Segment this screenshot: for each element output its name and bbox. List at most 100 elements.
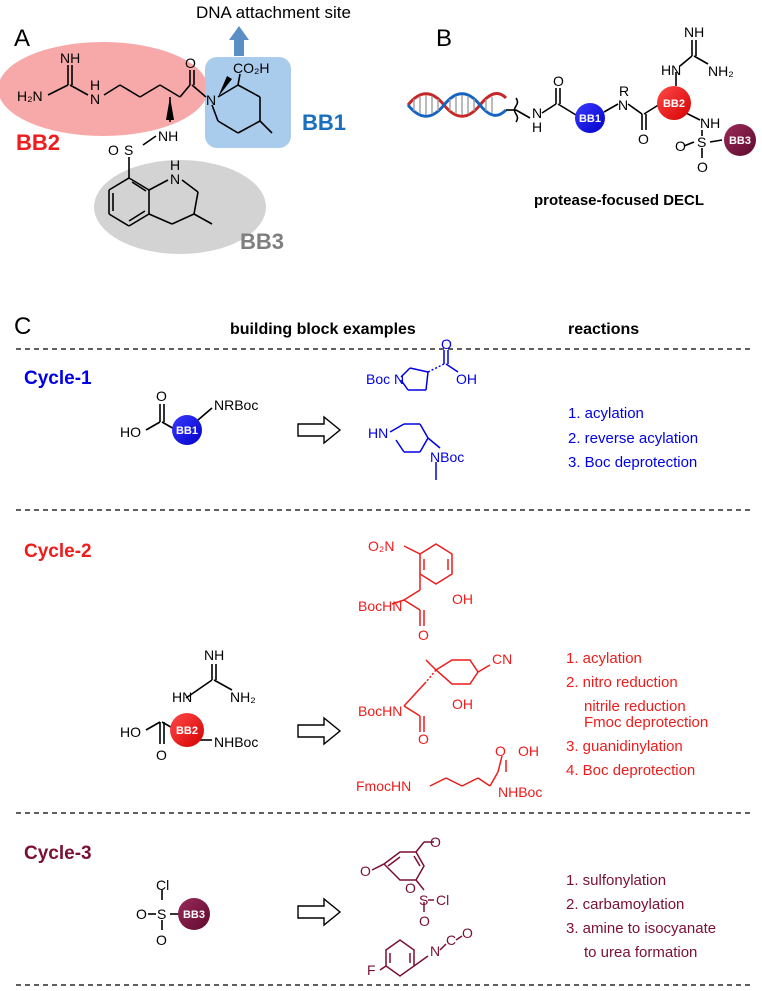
reaction-c3-1: 1. sulfonylation [566, 872, 666, 889]
label-nh2-b: NH₂ [708, 63, 734, 79]
label-nh2-c2: NH₂ [230, 689, 256, 705]
reaction-c2-4: Fmoc deprotection [584, 714, 708, 731]
label-oh-1-c2: OH [452, 591, 473, 607]
cycle-2-title: Cycle-2 [24, 541, 92, 562]
reaction-c1-2: 2. reverse acylation [568, 430, 698, 447]
bb1-node-b [575, 103, 605, 133]
label-nhboc-c2: NHBoc [214, 734, 258, 750]
label-n-pyrrolidine: N [394, 371, 404, 387]
label-n-c3: N [430, 943, 440, 959]
reaction-c3-3: 3. amine to isocyanate [566, 920, 716, 937]
label-nh-b: NH [684, 24, 704, 40]
label-s-c3: S [157, 906, 166, 922]
label-o-c3-5: O [462, 925, 473, 941]
label-nh-c2: NH [204, 647, 224, 663]
label-hn-c2: HN [172, 689, 192, 705]
label-o-a: O [185, 55, 196, 71]
label-o-b4: O [697, 159, 708, 175]
reaction-c1-3: 3. Boc deprotection [568, 454, 697, 471]
label-s-b: S [697, 134, 706, 150]
label-o-2-c2: O [418, 731, 429, 747]
label-h-b1: H [532, 119, 542, 135]
label-nhboc-c2-ex: NHBoc [498, 784, 542, 800]
label-o-c3-2: O [360, 863, 371, 879]
cycle-1-title: Cycle-1 [24, 368, 92, 389]
label-boc-c1: Boc [366, 371, 390, 387]
label-nrboc-c1: NRBoc [214, 397, 258, 413]
cycle-1-scaffold: BB1 HO O NRBoc [120, 388, 258, 445]
label-ho-c2: HO [120, 724, 141, 740]
label-o-acid-c1: O [441, 336, 452, 352]
label-h-ring-a: H [170, 157, 180, 173]
wedge-bond-a2 [218, 76, 232, 97]
label-nboc-c1: NBoc [430, 449, 464, 465]
label-o-c3-4: O [405, 880, 416, 896]
reaction-c3-2: 2. carbamoylation [566, 896, 684, 913]
reaction-c1-1: 1. acylation [568, 405, 644, 422]
label-oh-c1: OH [456, 371, 477, 387]
panel-b-caption: protease-focused DECL [534, 192, 704, 209]
label-s-a: S [124, 142, 133, 158]
label-hn-c1: HN [368, 425, 388, 441]
label-o2n-c2: O₂N [368, 538, 394, 554]
bb2-node-c2 [170, 713, 204, 747]
label-n-ring-a: N [170, 171, 180, 187]
bb2-node-label-b: BB2 [663, 98, 685, 110]
label-o2-c3: O [156, 932, 167, 948]
cycle-3-scaffold: BB3 Cl O S O [136, 877, 210, 948]
label-o-b3: O [675, 138, 686, 154]
label-cn-c2: CN [492, 651, 512, 667]
label-nh-sulf-a: NH [158, 128, 178, 144]
cycle-2-scaffold: BB2 NH HN NH₂ HO O NHBoc [120, 647, 258, 763]
wedge-bond-a1 [166, 97, 174, 120]
reaction-c3-4: to urea formation [584, 944, 697, 961]
reaction-c2-6: 4. Boc deprotection [566, 762, 695, 779]
panel-label-c: C [14, 313, 31, 340]
bb2-label-a: BB2 [16, 130, 60, 155]
bb1-node-label-c1: BB1 [176, 425, 198, 437]
label-cl-c3-ex: Cl [436, 892, 449, 908]
label-n-b2: N [618, 97, 628, 113]
label-bochn-1-c2: BocHN [358, 598, 402, 614]
dna-helix-icon [406, 92, 508, 118]
section-dividers [16, 348, 752, 986]
label-o1-c3: O [136, 906, 147, 922]
label-n-a: N [90, 91, 100, 107]
label-n-b1: N [532, 105, 542, 121]
label-co2h-a: CO₂H [233, 60, 270, 76]
reaction-c2-3: nitrile reduction [584, 698, 686, 715]
dna-attachment-label: DNA attachment site [196, 3, 351, 22]
bb1-label-a: BB1 [302, 110, 346, 135]
label-h2n-a: H₂N [17, 88, 43, 104]
label-cl-c3: Cl [156, 877, 169, 893]
label-o-1-c2: O [418, 627, 429, 643]
cycle-2-examples: O₂N BocHN OH O CN BocHN OH O OH O FmocHN… [356, 538, 542, 800]
cycle-3-arrow [297, 897, 342, 927]
cycle-3-reactions: 1. sulfonylation 2. carbamoylation 3. am… [566, 872, 716, 961]
bb1-node-label-b: BB1 [579, 113, 601, 125]
panel-label-b: B [436, 25, 452, 52]
label-fmochn-c2: FmocHN [356, 778, 411, 794]
label-oh-3-c2: OH [518, 743, 539, 759]
bb3-node-label-c3: BB3 [183, 909, 205, 921]
label-nh-a: NH [60, 50, 80, 66]
label-o-sulf-a: O [108, 142, 119, 158]
label-o-c1: O [156, 388, 167, 404]
bb3-node-b [724, 124, 756, 156]
label-o-b1: O [553, 73, 564, 89]
label-f-c3: F [367, 962, 376, 978]
reaction-c2-2: 2. nitro reduction [566, 674, 678, 691]
label-nh-b2: NH [700, 115, 720, 131]
bb1-node-c1 [172, 415, 202, 445]
label-hn-b: HN [661, 62, 681, 78]
compound-b-bonds [506, 40, 723, 158]
cycle-1-reactions: 1. acylation 2. reverse acylation 3. Boc… [568, 405, 698, 471]
reaction-c2-5: 3. guanidinylation [566, 738, 683, 755]
label-bochn-2-c2: BocHN [358, 703, 402, 719]
bb2-highlight [0, 42, 208, 136]
label-ho-c1: HO [120, 424, 141, 440]
label-n-pip-a: N [206, 92, 216, 108]
dna-attachment-arrow [229, 26, 249, 56]
label-o-3-c2: O [495, 743, 506, 759]
